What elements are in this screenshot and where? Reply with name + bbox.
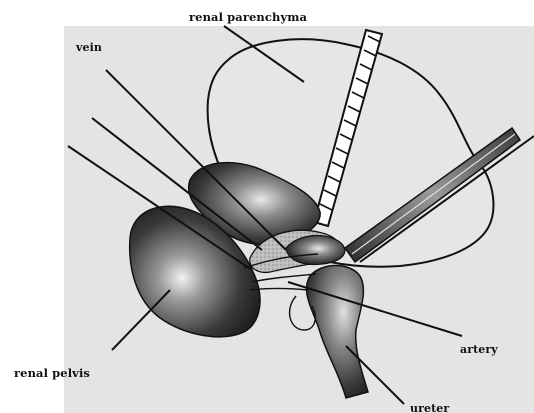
label-ureter: ureter — [410, 402, 449, 413]
label-renal-pelvis: renal pelvis — [14, 366, 90, 380]
label-artery: artery — [460, 343, 498, 356]
label-renal-parenchyma: renal parenchyma — [189, 10, 307, 24]
label-vein: vein — [76, 41, 102, 54]
